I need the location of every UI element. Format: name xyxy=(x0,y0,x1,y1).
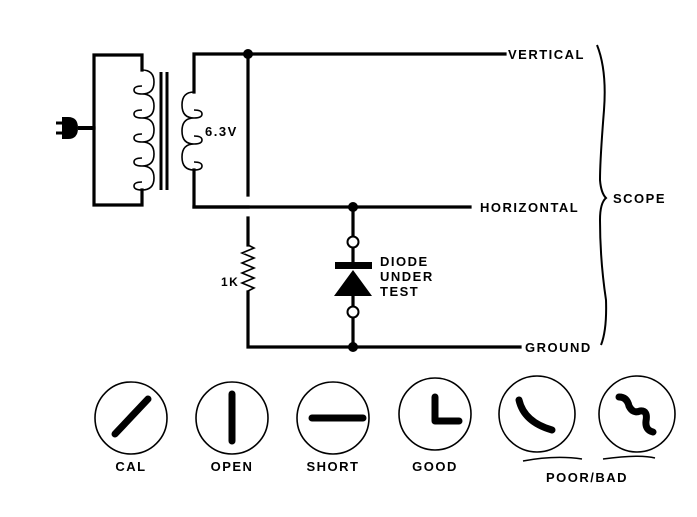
pattern-cal: CAL xyxy=(94,381,168,474)
vertical-label: VERTICAL xyxy=(508,47,585,62)
poor-bad-underline xyxy=(522,455,656,462)
pattern-short: SHORT xyxy=(296,381,370,474)
ground-label: GROUND xyxy=(525,340,592,355)
secondary-voltage-label: 6.3V xyxy=(205,124,238,139)
pattern-poor xyxy=(498,375,576,453)
svg-text:CAL: CAL xyxy=(115,459,146,474)
scope-brace xyxy=(596,44,608,346)
horizontal-label: HORIZONTAL xyxy=(480,200,579,215)
scope-label: SCOPE xyxy=(613,191,666,206)
junction-dot xyxy=(243,49,253,59)
transformer-core xyxy=(159,72,169,190)
diode-icon xyxy=(334,235,372,319)
transformer-primary xyxy=(92,53,155,207)
resistor-icon xyxy=(239,244,257,292)
svg-text:SHORT: SHORT xyxy=(307,459,360,474)
pattern-open: OPEN xyxy=(195,381,269,474)
pattern-good: GOOD xyxy=(398,377,472,474)
diode-label: DIODE UNDER TEST xyxy=(380,254,439,299)
poor-bad-label: POOR/BAD xyxy=(546,470,628,485)
junction-dot xyxy=(348,342,358,352)
pattern-bad xyxy=(598,375,676,453)
wires xyxy=(192,52,522,349)
resistor-label: 1K xyxy=(221,275,239,289)
svg-text:OPEN: OPEN xyxy=(211,459,254,474)
junction-dot xyxy=(348,202,358,212)
power-plug-icon xyxy=(56,117,94,139)
svg-text:GOOD: GOOD xyxy=(412,459,458,474)
